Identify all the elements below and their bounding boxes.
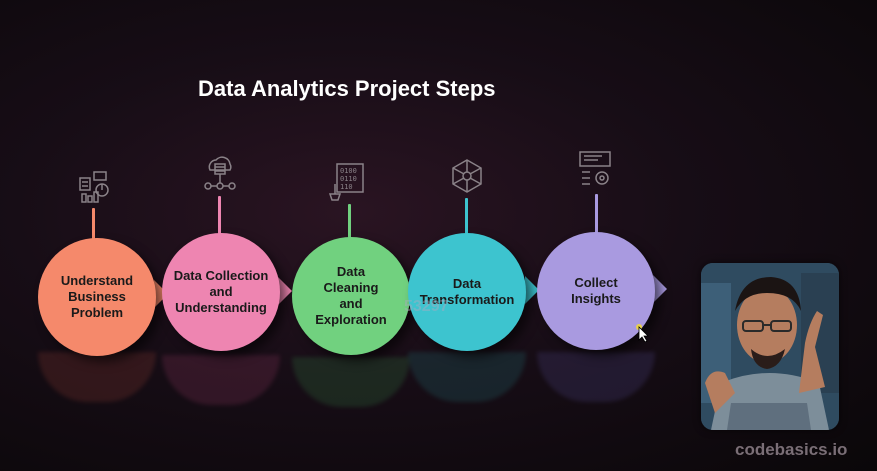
presenter-video — [701, 263, 839, 430]
step-1-reflection — [38, 352, 156, 402]
watermark-text: 53297 — [404, 298, 449, 315]
step-2-label: Data Collection and Understanding — [173, 268, 269, 315]
step-4-reflection — [408, 352, 526, 402]
report-gear-icon — [579, 151, 611, 185]
step-3-label: Data Cleaning and Exploration — [315, 264, 387, 327]
cloud-database-icon — [204, 156, 236, 190]
presenter-figure — [701, 263, 839, 430]
step-5-connector — [595, 194, 598, 234]
analytics-icon — [79, 171, 109, 203]
slide-title: Data Analytics Project Steps — [198, 76, 496, 101]
step-5-reflection — [537, 352, 655, 402]
step-5-arrow — [653, 275, 667, 303]
network-icon — [452, 159, 482, 193]
step-1-label: Understand Business Problem — [60, 273, 134, 320]
step-1-circle: Understand Business Problem — [38, 238, 156, 356]
step-4-circle: Data Transformation — [408, 233, 526, 351]
step-2-arrow — [278, 277, 292, 305]
svg-text:0100: 0100 — [340, 167, 357, 175]
mouse-cursor-icon — [636, 324, 649, 342]
step-5-circle: Collect Insights — [537, 232, 655, 350]
step-4-connector — [465, 198, 468, 234]
svg-text:110: 110 — [340, 183, 353, 191]
step-3-circle: Data Cleaning and Exploration — [292, 237, 410, 355]
step-2-reflection — [162, 355, 280, 405]
binary-data-icon: 0100 0110 110 — [328, 163, 364, 201]
step-2-circle: Data Collection and Understanding — [162, 233, 280, 351]
step-4-label: Data Transformation — [419, 276, 515, 307]
svg-text:0110: 0110 — [340, 175, 357, 183]
step-1-connector — [92, 208, 95, 240]
brand-watermark: codebasics.io — [735, 440, 848, 459]
step-5-label: Collect Insights — [571, 275, 621, 306]
step-3-reflection — [292, 357, 410, 407]
step-2-connector — [218, 196, 221, 234]
step-3-connector — [348, 204, 351, 240]
step-4-arrow — [525, 276, 539, 304]
